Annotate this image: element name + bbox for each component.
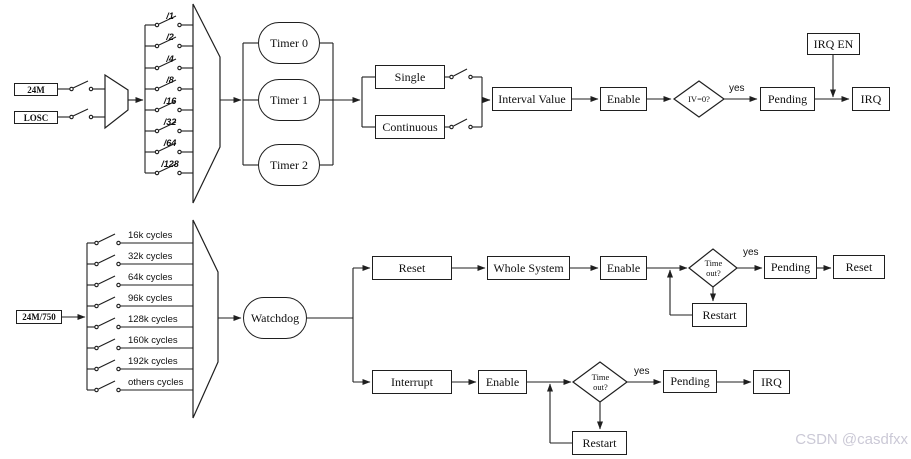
wd-interrupt-restart-node: Restart	[572, 431, 627, 455]
divider-label-16: /16	[163, 96, 177, 106]
divider-switch-bank	[144, 15, 193, 176]
clock-source-24m: 24M	[14, 83, 58, 96]
watchdog-interrupt-timeout-shape	[571, 361, 629, 403]
cycle-label-192k: 192k cycles	[128, 356, 178, 367]
cycle-label-others: others cycles	[128, 377, 184, 388]
wd-reset-mode-node: Reset	[372, 256, 452, 280]
divider-label-2: /2	[166, 32, 174, 42]
divider-label-128: /128	[161, 159, 179, 169]
interval-value-node: Interval Value	[492, 87, 572, 111]
iv-zero-decision-shape	[672, 80, 726, 118]
mode-single-node: Single	[375, 65, 445, 89]
watchdog-branch	[307, 265, 371, 385]
wd-reset-pending-node: Pending	[764, 256, 817, 279]
divider-label-64: /64	[163, 138, 177, 148]
wd-interrupt-irq-node: IRQ	[753, 370, 790, 394]
timer-brackets	[242, 42, 361, 166]
clock-source-24m750: 24M/750	[16, 310, 62, 324]
wd-interrupt-pending-node: Pending	[663, 370, 717, 393]
watermark-text: CSDN @casdfxx	[795, 431, 908, 448]
cycle-label-128k: 128k cycles	[128, 314, 178, 325]
timer-irq-node: IRQ	[852, 87, 890, 111]
cycle-label-32k: 32k cycles	[128, 251, 173, 262]
timer-flow	[572, 55, 850, 102]
divider-label-8: /8	[166, 75, 174, 85]
watchdog-reset-flow	[452, 265, 832, 316]
wd-interrupt-yes-label: yes	[634, 366, 650, 377]
wd-reset-enable-node: Enable	[600, 256, 647, 280]
watchdog-node: Watchdog	[243, 297, 307, 339]
wd-interrupt-enable-node: Enable	[478, 370, 527, 394]
clock-input-switches	[58, 80, 105, 120]
timer-2-node: Timer 2	[258, 144, 320, 186]
wd-reset-restart-node: Restart	[692, 303, 747, 327]
clock-source-losc: LOSC	[14, 111, 58, 124]
wd-interrupt-timeout-label: Time out?	[591, 371, 610, 392]
timer-1-node: Timer 1	[258, 79, 320, 121]
wd-interrupt-mode-node: Interrupt	[372, 370, 452, 394]
timer-0-node: Timer 0	[258, 22, 320, 64]
watchdog-interrupt-flow	[452, 379, 752, 444]
divider-mux-shape	[192, 3, 221, 204]
clock-mux-shape	[104, 73, 129, 130]
whole-system-node: Whole System	[487, 256, 570, 280]
wd-reset-timeout-label: Time out?	[704, 257, 723, 278]
wd-reset-output-node: Reset	[833, 255, 885, 279]
divider-label-1: /1	[166, 11, 174, 21]
irq-en-node: IRQ EN	[807, 33, 860, 55]
cycle-label-96k: 96k cycles	[128, 293, 173, 304]
cycle-label-64k: 64k cycles	[128, 272, 173, 283]
cycle-mux-shape	[192, 219, 219, 419]
timer-pending-node: Pending	[760, 87, 815, 111]
cycle-switch-bank	[86, 233, 193, 393]
timer-enable-node: Enable	[600, 87, 647, 111]
cycle-label-16k: 16k cycles	[128, 230, 173, 241]
mode-branch	[361, 68, 491, 130]
cycle-label-160k: 160k cycles	[128, 335, 178, 346]
watchdog-reset-timeout-shape	[688, 248, 738, 288]
divider-label-32: /32	[163, 117, 177, 127]
timer-yes-label: yes	[729, 83, 745, 94]
mode-continuous-node: Continuous	[375, 115, 445, 139]
divider-label-4: /4	[166, 54, 174, 64]
iv-zero-decision-label: IV=0?	[688, 93, 710, 104]
wd-reset-yes-label: yes	[743, 247, 759, 258]
